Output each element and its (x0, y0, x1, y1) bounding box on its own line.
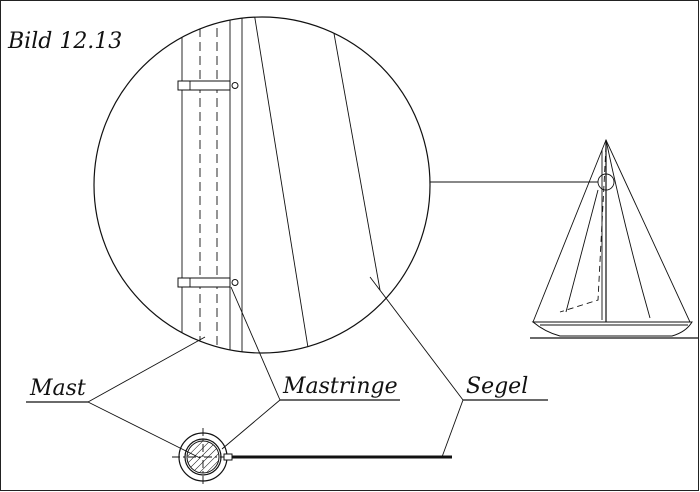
boat-rig-dashed (559, 145, 607, 313)
sail-label: Segel (466, 374, 528, 399)
boat-hull (531, 321, 693, 337)
sail-luff-line (251, 17, 311, 353)
mast-callout: Mast (26, 336, 206, 459)
section-track (223, 453, 233, 461)
sailboat-icon (530, 138, 698, 339)
boat-sail-line (565, 189, 599, 313)
boat-jib-curve (605, 139, 651, 319)
mast-cross-section (172, 428, 452, 486)
sail-leader-section (441, 399, 464, 458)
mast-label: Mast (29, 376, 86, 401)
sail-leader-detail (369, 276, 464, 401)
mast-leader-detail (87, 336, 206, 403)
sail-seam-line (327, 17, 381, 291)
figure-title: Bild 12.13 (7, 29, 122, 54)
rings-leader-section (221, 399, 281, 450)
detail-circle (93, 16, 431, 354)
detail-magnifier (93, 16, 431, 354)
rings-leader-detail (230, 286, 281, 401)
mast-ring-upper (177, 80, 239, 91)
mast-ring-lower (177, 277, 239, 288)
detail-contents (177, 17, 430, 353)
rings-callout: Mastringe (221, 286, 400, 450)
sail-callout: Segel (369, 276, 548, 458)
mast-leader-section (87, 401, 201, 459)
rings-label: Mastringe (282, 374, 398, 399)
